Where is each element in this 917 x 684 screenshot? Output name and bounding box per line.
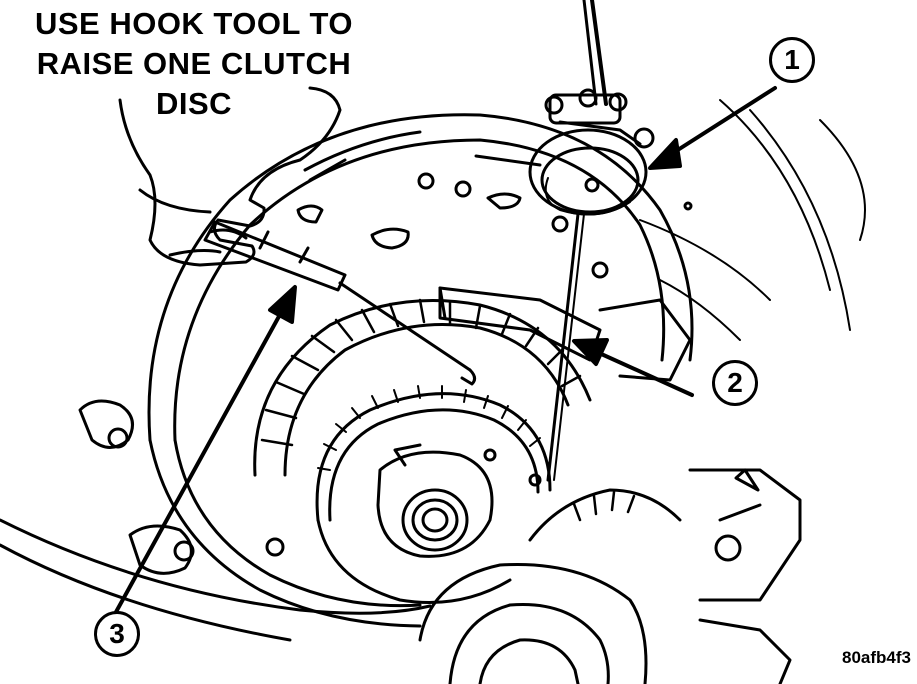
instruction-label: USE HOOK TOOL TO RAISE ONE CLUTCH DISC: [8, 4, 380, 124]
figure-code: 80afb4f3: [842, 648, 911, 667]
arrowhead-1: [648, 138, 682, 170]
right-housing-edge: [598, 99, 866, 382]
clutch-pack: [253, 286, 602, 477]
arrowhead-3: [268, 285, 297, 324]
instruction-line-3: DISC: [155, 86, 233, 121]
callout-2: 2: [712, 360, 758, 406]
instruction-line-1: USE HOOK TOOL TO: [34, 6, 354, 41]
clutch-housing: [147, 113, 694, 628]
front-gear: [418, 468, 802, 684]
inner-hub: [315, 385, 552, 604]
callout-1: 1: [769, 37, 815, 83]
leader-arrow-3: [114, 298, 290, 614]
hook-tool: [203, 220, 477, 386]
callout-3: 3: [94, 611, 140, 657]
leader-arrow-1: [660, 86, 777, 162]
arrowhead-2: [572, 338, 609, 366]
dial-indicator: [528, 0, 655, 482]
instruction-line-2: RAISE ONE CLUTCH: [36, 46, 352, 81]
hand: [118, 86, 342, 267]
housing-outline: [0, 399, 432, 642]
leader-arrows: [114, 86, 777, 614]
leader-arrow-2: [586, 346, 694, 397]
